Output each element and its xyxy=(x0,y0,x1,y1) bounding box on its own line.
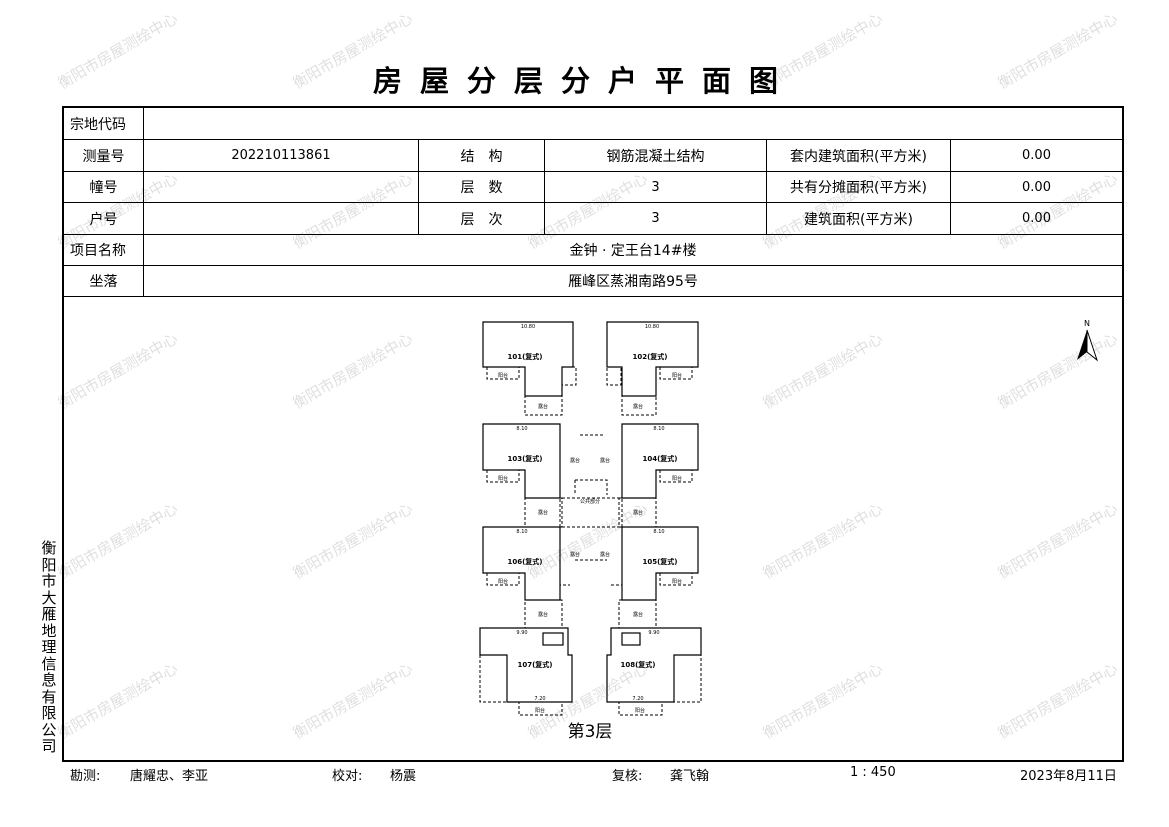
svg-text:露台: 露台 xyxy=(633,509,643,516)
svg-text:阳台: 阳台 xyxy=(672,372,682,379)
svg-text:8.10: 8.10 xyxy=(516,426,527,432)
svg-text:阳台: 阳台 xyxy=(498,578,508,585)
project-label: 项目名称 xyxy=(64,235,144,266)
unit-107-label: 107(复式) xyxy=(517,660,552,669)
svg-text:露台: 露台 xyxy=(538,611,548,618)
floor-level-label: 层 次 xyxy=(419,203,545,235)
survey-no-value: 202210113861 xyxy=(144,140,419,172)
building-no-label: 幢号 xyxy=(64,172,144,203)
survey-no-label: 测量号 xyxy=(64,140,144,172)
checker-label: 校对: xyxy=(332,769,363,784)
structure-label: 结 构 xyxy=(419,140,545,172)
svg-text:露台: 露台 xyxy=(600,551,610,558)
inner-area-value: 0.00 xyxy=(951,140,1122,172)
unit-108-label: 108(复式) xyxy=(620,660,655,669)
parcel-code-label: 宗地代码 xyxy=(64,108,144,140)
shared-area-value: 0.00 xyxy=(951,172,1122,203)
svg-text:7.20: 7.20 xyxy=(632,696,643,702)
svg-text:露台: 露台 xyxy=(633,611,643,618)
svg-text:8.10: 8.10 xyxy=(653,426,664,432)
svg-text:8.10: 8.10 xyxy=(653,529,664,535)
building-area-value: 0.00 xyxy=(951,203,1122,235)
svg-text:露台: 露台 xyxy=(600,457,610,464)
svg-text:阳台: 阳台 xyxy=(635,707,645,714)
svg-text:阳台: 阳台 xyxy=(672,578,682,585)
svg-text:阳台: 阳台 xyxy=(498,475,508,482)
unit-101-label: 101(复式) xyxy=(507,352,542,361)
unit-102-label: 102(复式) xyxy=(632,352,667,361)
project-value: 金钟 · 定王台14#楼 xyxy=(144,235,1122,266)
svg-text:阳台: 阳台 xyxy=(498,372,508,379)
parcel-code-value xyxy=(144,108,1122,140)
svg-text:露台: 露台 xyxy=(570,457,580,464)
svg-text:N: N xyxy=(1084,319,1090,328)
svg-text:露台: 露台 xyxy=(633,403,643,410)
surveyor-label: 勘测: xyxy=(70,769,101,784)
inner-area-label: 套内建筑面积(平方米) xyxy=(767,140,951,172)
structure-value: 钢筋混凝土结构 xyxy=(545,140,767,172)
reviewer-value: 龚飞翰 xyxy=(670,769,710,784)
unit-103-label: 103(复式) xyxy=(507,454,542,463)
svg-text:露台: 露台 xyxy=(538,403,548,410)
floor-label: 第3层 xyxy=(568,722,613,742)
unit-106-label: 106(复式) xyxy=(507,557,542,566)
unit-104-label: 104(复式) xyxy=(642,454,677,463)
svg-text:9.90: 9.90 xyxy=(516,630,527,636)
unit-no-label: 户号 xyxy=(64,203,144,235)
svg-text:阳台: 阳台 xyxy=(535,707,545,714)
svg-text:9.90: 9.90 xyxy=(648,630,659,636)
unit-no-value xyxy=(144,203,419,235)
north-arrow-icon: N xyxy=(1077,319,1099,362)
svg-text:10.80: 10.80 xyxy=(521,324,535,330)
company-name-vertical: 衡阳市大雁地理信息有限公司 xyxy=(41,539,57,755)
location-label: 坐落 xyxy=(64,266,144,297)
unit-107-outline xyxy=(479,627,573,703)
form-frame: 宗地代码 测量号 202210113861 结 构 钢筋混凝土结构 套内建筑面积… xyxy=(62,106,1124,762)
svg-text:8.10: 8.10 xyxy=(516,529,527,535)
page-title: 房屋分层分户平面图 xyxy=(372,64,796,98)
floor-plan: 101(复式) 102(复式) 103(复式) 104(复式) 106(复式) … xyxy=(479,321,702,742)
surveyor-value: 唐耀忠、李亚 xyxy=(130,769,209,784)
floor-level-value: 3 xyxy=(545,203,767,235)
svg-text:10.80: 10.80 xyxy=(645,324,659,330)
svg-text:公共部分: 公共部分 xyxy=(580,498,600,505)
reviewer-label: 复核: xyxy=(612,769,643,784)
svg-text:露台: 露台 xyxy=(570,551,580,558)
building-no-value xyxy=(144,172,419,203)
checker-value: 杨震 xyxy=(390,769,417,784)
date: 2023年8月11日 xyxy=(1020,769,1117,784)
svg-text:阳台: 阳台 xyxy=(672,475,682,482)
floors-label: 层 数 xyxy=(419,172,545,203)
svg-text:7.20: 7.20 xyxy=(534,696,545,702)
location-value: 雁峰区蒸湘南路95号 xyxy=(144,266,1122,297)
svg-text:露台: 露台 xyxy=(538,509,548,516)
floors-value: 3 xyxy=(545,172,767,203)
building-area-label: 建筑面积(平方米) xyxy=(767,203,951,235)
unit-105-label: 105(复式) xyxy=(642,557,677,566)
shared-area-label: 共有分摊面积(平方米) xyxy=(767,172,951,203)
scale: 1 : 450 xyxy=(850,765,896,780)
